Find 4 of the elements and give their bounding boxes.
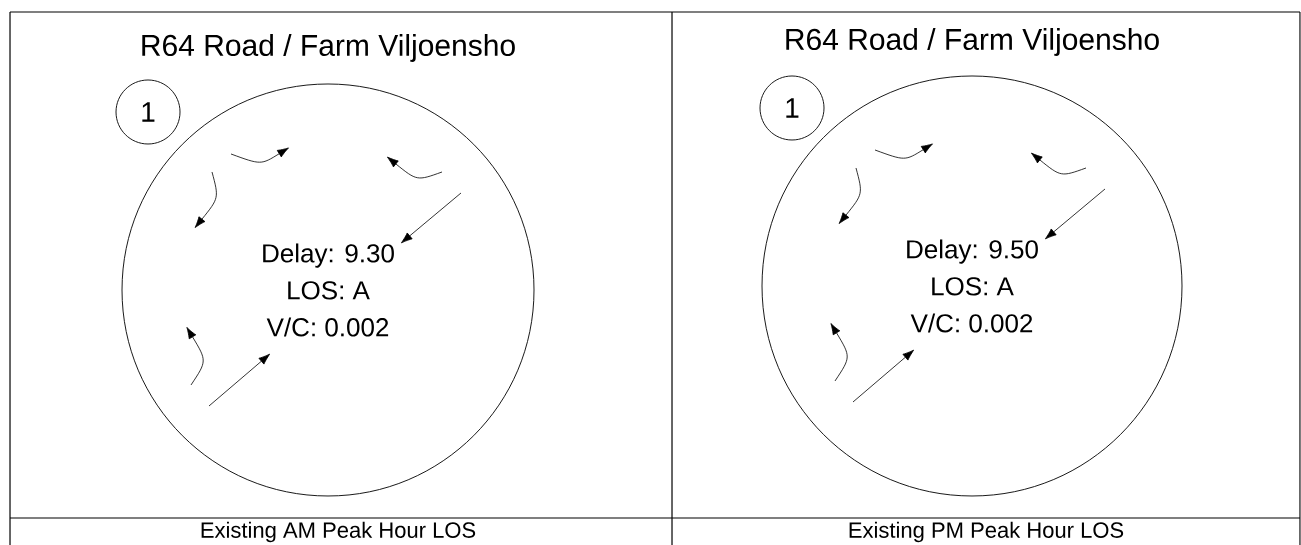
caption: Existing AM Peak Hour LOS — [201, 521, 476, 543]
intersection-title: R64 Road / Farm Viljoensho — [786, 28, 1159, 56]
caption: Existing PM Peak Hour LOS — [849, 521, 1124, 543]
intersection-title: R64 Road / Farm Viljoensho — [142, 34, 515, 62]
